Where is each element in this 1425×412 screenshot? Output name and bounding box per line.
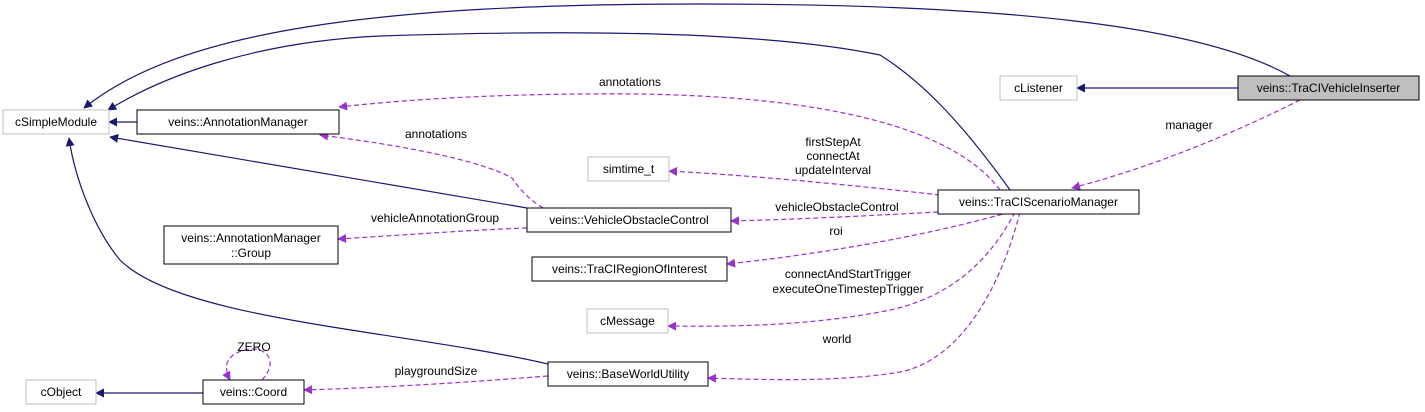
edge-annotations-top (338, 93, 1001, 191)
node-simtime[interactable]: simtime_t (587, 156, 670, 182)
label-vehicle-obstacle-control: vehicleObstacleControl (775, 200, 898, 214)
edge-manager (1071, 99, 1301, 191)
edge-annotations-mid (319, 131, 544, 209)
node-label: veins::TraCIVehicleInserter (1257, 81, 1401, 95)
label-zero: ZERO (237, 340, 270, 354)
node-annotation-manager[interactable]: veins::AnnotationManager (136, 109, 340, 135)
node-label: veins::TraCIRegionOfInterest (552, 262, 708, 276)
node-label: veins::BaseWorldUtility (567, 367, 689, 381)
node-label: simtime_t (603, 162, 655, 176)
node-clistener[interactable]: cListener (999, 75, 1078, 101)
node-coord[interactable]: veins::Coord (202, 379, 305, 405)
label-manager: manager (1165, 118, 1212, 132)
label-first-step-at: firstStepAt (805, 135, 861, 149)
label-execute-one-timestep-trigger: executeOneTimestepTrigger (772, 282, 923, 296)
node-csimplemodule[interactable]: cSimpleModule (2, 109, 110, 135)
label-annotations-mid: annotations (405, 127, 467, 141)
edge-inserter-to-csimplemodule (83, 3, 1291, 109)
label-playground-size: playgroundSize (395, 364, 478, 378)
label-roi: roi (829, 224, 842, 238)
node-region-of-interest[interactable]: veins::TraCIRegionOfInterest (531, 256, 728, 282)
edge-scenariomanager-to-csimplemodule (107, 32, 1011, 191)
edge-obstaclecontrol-to-csimplemodule (109, 133, 528, 209)
node-cmessage[interactable]: cMessage (586, 308, 669, 334)
edge-simtime (668, 166, 941, 196)
edge-triggers (667, 211, 1016, 331)
edge-vehicle-annotation-group (337, 227, 528, 243)
edge-roi (726, 211, 1011, 268)
node-base-world-utility[interactable]: veins::BaseWorldUtility (547, 361, 709, 387)
node-label: cObject (41, 385, 82, 399)
label-update-interval: updateInterval (795, 163, 871, 177)
node-annotation-group[interactable]: veins::AnnotationManager ::Group (163, 225, 339, 265)
node-label-line2: ::Group (231, 246, 271, 260)
label-annotations-top: annotations (599, 75, 661, 89)
node-label: cSimpleModule (15, 115, 97, 129)
node-vehicle-obstacle-control[interactable]: veins::VehicleObstacleControl (526, 207, 732, 233)
node-label-line1: veins::AnnotationManager (181, 231, 320, 245)
label-world: world (822, 332, 852, 346)
node-label: cMessage (600, 314, 655, 328)
node-label: veins::Coord (220, 385, 287, 399)
edge-zero-self (222, 348, 271, 381)
label-vehicle-annotation-group: vehicleAnnotationGroup (371, 211, 499, 225)
edge-world (707, 211, 1021, 383)
node-label: veins::AnnotationManager (168, 115, 307, 129)
node-cobject[interactable]: cObject (25, 379, 97, 405)
node-vehicle-inserter[interactable]: veins::TraCIVehicleInserter (1237, 75, 1420, 101)
edge-playground-size (303, 375, 549, 395)
edge-worldutility-to-csimplemodule (65, 137, 549, 365)
label-connect-and-start-trigger: connectAndStartTrigger (785, 267, 911, 281)
edge-vehicle-obstacle-control (730, 211, 939, 226)
node-label: cListener (1014, 81, 1063, 95)
node-label: veins::TraCIScenarioManager (959, 195, 1118, 209)
label-connect-at: connectAt (806, 149, 860, 163)
node-label: veins::VehicleObstacleControl (549, 213, 708, 227)
node-scenario-manager[interactable]: veins::TraCIScenarioManager (937, 189, 1140, 215)
